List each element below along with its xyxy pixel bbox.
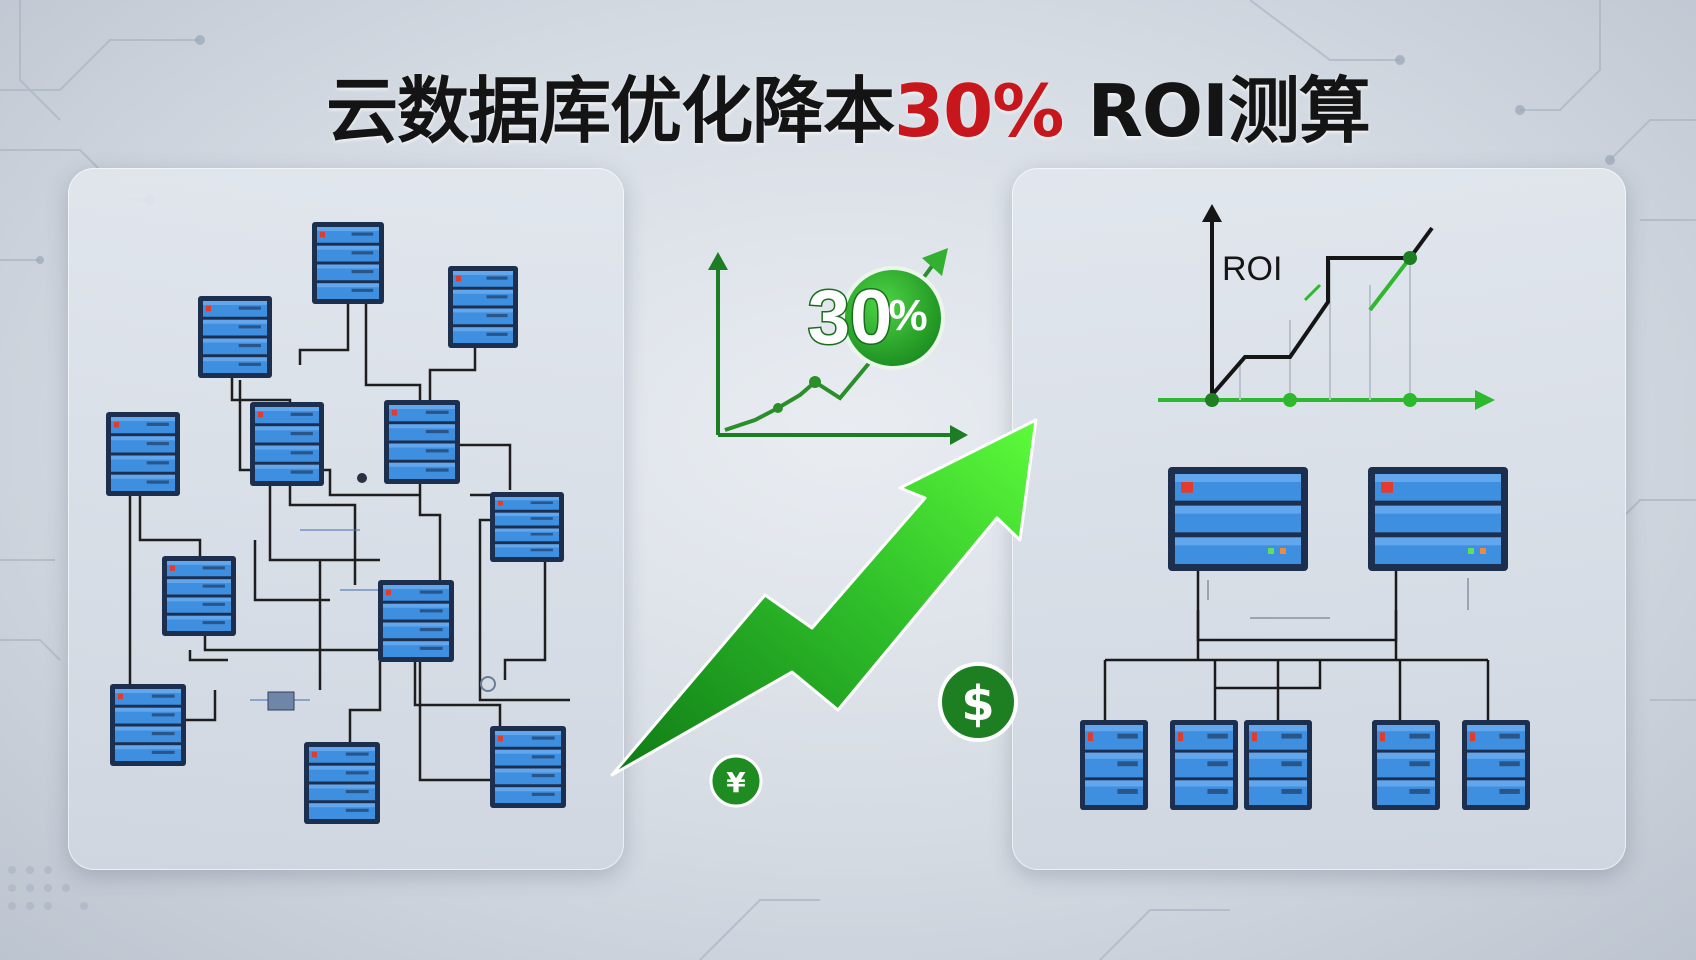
server-rack-icon xyxy=(1462,720,1530,810)
badge-number: 30 xyxy=(808,275,893,360)
server-rack-icon xyxy=(1244,720,1312,810)
savings-percent-badge: 30 % xyxy=(806,266,945,370)
server-rack-icon xyxy=(448,266,518,348)
trend-arrow-icon xyxy=(610,418,1038,777)
network-node xyxy=(480,676,496,692)
server-rack-icon xyxy=(1080,720,1148,810)
server-rack-icon xyxy=(1168,467,1308,571)
server-rack-icon xyxy=(304,742,380,824)
badge-percent-sign: % xyxy=(888,291,927,340)
title-roi-text: ROI测算 xyxy=(1063,69,1370,153)
dollar-coin-icon: $ xyxy=(938,662,1018,742)
server-rack-icon xyxy=(378,580,454,662)
svg-text:¥: ¥ xyxy=(726,766,746,799)
page-title: 云数据库优化降本30% ROI测算 xyxy=(0,52,1696,157)
server-rack-icon xyxy=(490,492,564,562)
title-main-text: 云数据库优化降本 xyxy=(326,69,895,153)
roi-chart-label: ROI xyxy=(1222,250,1282,288)
title-highlight-text: 30% xyxy=(894,69,1064,153)
server-rack-icon xyxy=(1372,720,1440,810)
server-rack-icon xyxy=(1368,467,1508,571)
server-rack-icon xyxy=(312,222,384,304)
svg-text:$: $ xyxy=(961,676,994,732)
server-rack-icon xyxy=(250,402,324,486)
server-rack-icon xyxy=(110,684,186,766)
server-rack-icon xyxy=(106,412,180,496)
yen-coin-icon: ¥ xyxy=(709,754,763,808)
server-rack-icon xyxy=(1170,720,1238,810)
network-switch xyxy=(267,691,295,711)
server-rack-icon xyxy=(162,556,236,636)
server-rack-icon xyxy=(198,296,272,378)
server-rack-icon xyxy=(490,726,566,808)
server-rack-icon xyxy=(384,400,460,484)
network-node xyxy=(357,473,367,483)
roi-chart-icon: ROI xyxy=(1158,204,1495,410)
